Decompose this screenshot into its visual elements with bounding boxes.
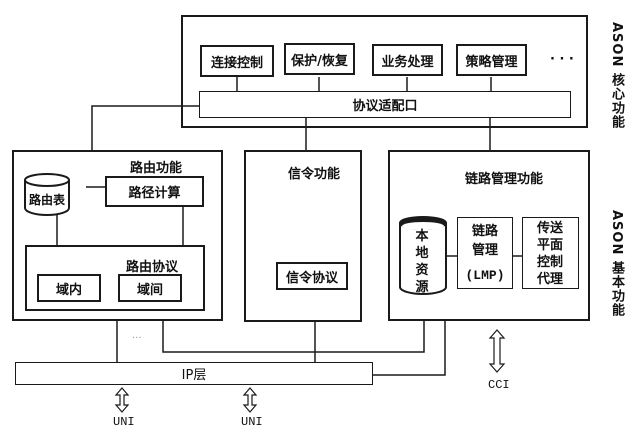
lmp-box: 链路管理 (LMP)	[457, 217, 513, 289]
cci-label: CCI	[488, 378, 510, 392]
routing-function-title: 路由功能	[130, 161, 183, 176]
lmp-abbr: (LMP)	[465, 268, 505, 283]
link-management-title: 链路管理功能	[465, 172, 544, 187]
cci-arrow-icon	[488, 329, 506, 373]
routing-table-label: 路由表	[28, 193, 65, 207]
connector-line	[373, 320, 446, 376]
module-policy-management: 策略管理	[456, 44, 527, 76]
intra-domain-box: 域内	[37, 274, 101, 302]
double-arrow-icons	[114, 329, 506, 413]
signaling-protocol-box: 信令协议	[276, 262, 348, 290]
inter-domain-box: 域间	[118, 274, 182, 302]
routing-function-panel	[12, 150, 223, 321]
uni-label-1: UNI	[113, 415, 135, 429]
module-protection-restoration: 保护/恢复	[284, 43, 355, 75]
local-resource-database-icon	[399, 216, 447, 295]
module-service-processing: 业务处理	[372, 44, 443, 76]
connector-line	[162, 320, 425, 353]
core-function-panel	[181, 15, 588, 128]
protocol-adapter: 协议适配口	[199, 91, 571, 118]
basic-function-label: ASON 基本功能	[609, 210, 624, 317]
signaling-function-panel	[244, 150, 362, 322]
uni-label-2: UNI	[241, 415, 263, 429]
routing-protocol-title: 路由协议	[126, 260, 179, 275]
transport-plane-control-agent-box: 传送平面控制代理	[522, 217, 579, 289]
path-computation-box: 路径计算	[105, 176, 204, 207]
module-connection-control: 连接控制	[200, 45, 274, 77]
faint-dots: ···	[132, 333, 142, 344]
connector-line	[91, 105, 199, 150]
link-management-panel	[388, 150, 590, 321]
uni-arrow-icon	[114, 387, 130, 413]
transport-agent-label: 传送平面控制代理	[536, 221, 563, 287]
core-function-label: ASON 核心功能	[609, 22, 624, 129]
uni-arrow-icon	[242, 387, 258, 413]
more-modules-ellipsis: · · ·	[550, 52, 574, 67]
ip-layer-bar: IP层	[15, 362, 373, 385]
routing-table-database-icon	[24, 173, 70, 216]
local-resource-label: 本地资源	[415, 229, 429, 295]
signaling-function-title: 信令功能	[288, 167, 341, 182]
lmp-name: 链路管理	[471, 224, 498, 258]
